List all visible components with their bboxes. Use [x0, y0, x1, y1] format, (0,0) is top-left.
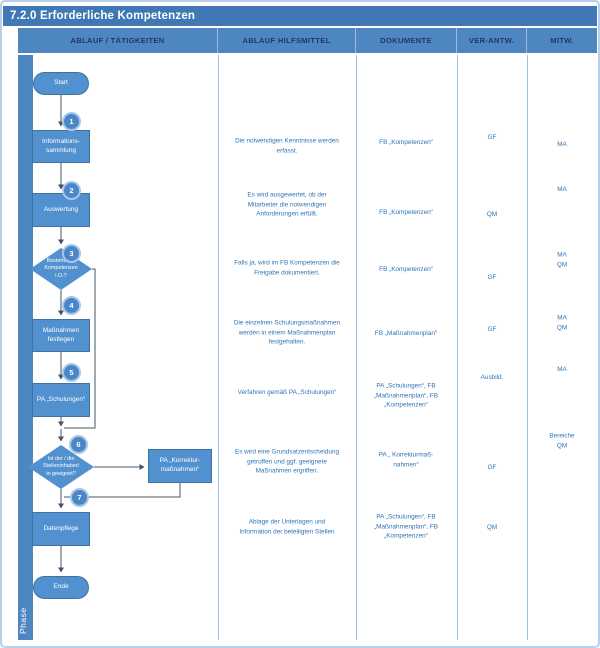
mitw-row-5: MA — [557, 366, 567, 374]
hilfsmittel-row-2: Es wird ausgewertet, ob der Mitarbeiter … — [247, 191, 327, 218]
dokumente-row-5: PA „Schulungen“, FB „Maßnahmenplan“, FB … — [374, 382, 438, 409]
page-title: 7.2.0 Erforderliche Kompetenzen — [3, 6, 597, 26]
verantw-row-4: GF — [487, 326, 497, 334]
mitw-row-1: MA — [557, 141, 567, 149]
step-number-badge-2: 2 — [62, 181, 81, 200]
column-header-verantw: VER-ANTW. — [457, 28, 527, 53]
flow-step-label: PA „Schulungen“ — [36, 395, 86, 403]
column-divider — [527, 55, 528, 640]
flow-step-datenpflege: Datenpflege — [32, 512, 90, 546]
hilfsmittel-row-6: Es wird eine Grundsatzentscheidung getro… — [234, 448, 340, 475]
column-header-hilfsmittel: ABLAUF HILFSMITTEL — [218, 28, 356, 53]
mitw-row-4: MA QM — [556, 314, 568, 331]
hilfsmittel-row-3: Falls ja, wird im FB Kompetenzen die Fre… — [234, 259, 340, 276]
hilfsmittel-row-7: Ablage der Unterlagen und Information de… — [239, 518, 335, 535]
phase-label: Phase — [18, 607, 28, 634]
flow-step-pa-schulungen: PA „Schulungen“ — [32, 383, 90, 417]
flow-start-terminator: Start — [33, 72, 89, 95]
flow-end-terminator: Ende — [33, 576, 89, 599]
flow-decision-label: Bestehende Kompetenzen i.O.? — [44, 258, 78, 279]
column-header-dokumente: DOKUMENTE — [356, 28, 457, 53]
column-header-row: ABLAUF / TÄTIGKEITEN ABLAUF HILFSMITTEL … — [18, 28, 597, 53]
step-number-badge-6: 6 — [69, 435, 88, 454]
flow-end-label: Ende — [53, 583, 69, 591]
flow-decision-label: Ist der / die Stelleninhaber/ in geeigne… — [43, 456, 79, 477]
flow-step-pa-korrekturmassnahmen: PA „Korrektur- maßnahmen“ — [148, 449, 212, 483]
dokumente-row-1: FB „Kompetenzen“ — [379, 139, 433, 147]
verantw-row-7: QM — [486, 524, 498, 532]
flow-start-label: Start — [54, 79, 68, 87]
mitw-row-3: MA QM — [556, 251, 568, 268]
mitw-row-2: MA — [557, 186, 567, 194]
step-number-badge-3: 3 — [62, 244, 81, 263]
verantw-row-6: GF — [487, 464, 497, 472]
step-number-badge-1: 1 — [62, 112, 81, 131]
verantw-row-2: QM — [486, 211, 498, 219]
hilfsmittel-row-1: Die notwendigen Kenntnisse werden erfass… — [235, 137, 339, 154]
flow-step-auswertung: Auswertung — [32, 193, 90, 227]
dokumente-row-2: FB „Kompetenzen“ — [379, 209, 433, 217]
column-header-mitw: MITW. — [550, 36, 574, 45]
dokumente-row-6: PA „ Korrekturmaß- nahmen“ — [378, 451, 434, 468]
verantw-row-1: GF — [487, 134, 497, 142]
step-number-badge-5: 5 — [62, 363, 81, 382]
flow-step-label: Maßnahmen festlegen — [42, 326, 80, 343]
step-number-badge-7: 7 — [70, 488, 89, 507]
flow-step-label: Informations- sammlung — [42, 137, 80, 154]
flow-step-informationssammlung: Informations- sammlung — [32, 130, 90, 163]
hilfsmittel-row-5: Verfahren gemäß PA „Schulungen“ — [237, 389, 337, 397]
hilfsmittel-row-4: Die einzelnen Schulungsmaßnahmen werden … — [233, 319, 341, 346]
column-header-taetigkeiten: ABLAUF / TÄTIGKEITEN — [18, 28, 218, 53]
phase-lane: Phase — [18, 55, 33, 640]
flow-step-label: PA „Korrektur- maßnahmen“ — [159, 457, 201, 473]
flow-step-massnahmen-festlegen: Maßnahmen festlegen — [32, 319, 90, 352]
dokumente-row-3: FB „Kompetenzen“ — [379, 266, 433, 274]
dokumente-row-4: FB „Maßnahmenplan“ — [374, 330, 438, 338]
column-divider — [356, 55, 357, 640]
mitw-row-6: Bereiche QM — [549, 432, 575, 449]
step-number-badge-4: 4 — [62, 296, 81, 315]
column-divider — [457, 55, 458, 640]
flow-step-label: Auswertung — [43, 205, 79, 213]
dokumente-row-7: PA „Schulungen“, FB „Maßnahmenplan“, FB … — [374, 513, 438, 540]
verantw-row-3: GF — [487, 274, 497, 282]
flow-decision-kompetenzen-io: Bestehende Kompetenzen i.O.? — [30, 248, 92, 290]
column-divider — [218, 55, 219, 640]
flow-step-label: Datenpflege — [43, 524, 79, 532]
verantw-row-5: Ausbild. — [480, 374, 504, 382]
